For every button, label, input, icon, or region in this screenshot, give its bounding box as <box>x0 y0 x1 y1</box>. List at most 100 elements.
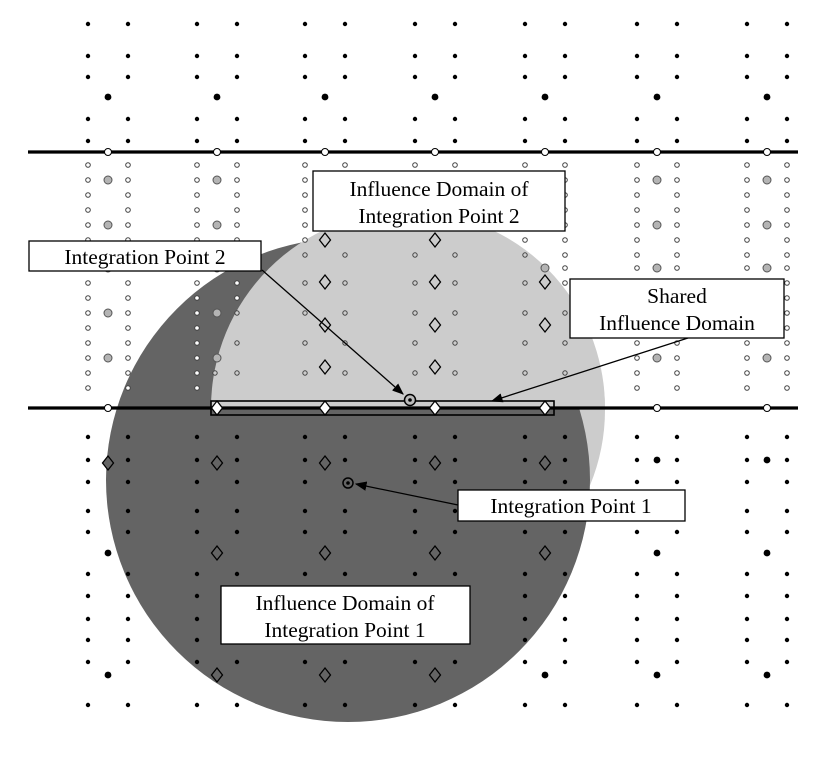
domain-1-small-node <box>342 702 348 708</box>
outer-node-large <box>104 671 112 679</box>
band-node-large <box>762 263 772 273</box>
domain-1-small-node <box>302 659 308 665</box>
outer-node <box>674 138 680 144</box>
outer-node <box>562 116 568 122</box>
band-node <box>674 385 680 391</box>
band-node <box>85 340 91 346</box>
outer-node <box>452 702 458 708</box>
label-influence-domain-1-line2: Integration Point 1 <box>264 618 425 642</box>
outer-node-large <box>321 93 329 101</box>
outer-node <box>784 571 790 577</box>
band-node-large <box>652 263 662 273</box>
band-node <box>234 207 240 213</box>
domain-1-small-node <box>452 434 458 440</box>
domain-1-node <box>538 454 552 472</box>
outer-node-large <box>763 549 771 557</box>
outer-node <box>234 74 240 80</box>
arrow-integration-point-2 <box>261 269 404 395</box>
outer-node <box>634 616 640 622</box>
domain-2-node <box>428 273 442 291</box>
outer-node <box>85 659 91 665</box>
interface-diamonds <box>210 399 552 417</box>
domain-1-small-node <box>562 434 568 440</box>
band-line-node <box>321 148 329 156</box>
outer-node-large <box>763 93 771 101</box>
outer-node <box>234 702 240 708</box>
domain-1-small-node <box>125 434 131 440</box>
domain-2-node <box>428 358 442 376</box>
outer-node <box>634 637 640 643</box>
label-influence-domain-2: Influence Domain of Integration Point 2 <box>312 170 566 232</box>
outer-node <box>784 53 790 59</box>
band-node <box>562 280 568 286</box>
outer-node <box>125 74 131 80</box>
band-node <box>194 370 200 376</box>
domain-1-node <box>538 544 552 562</box>
band-node <box>522 237 528 243</box>
outer-node-large <box>653 671 661 679</box>
band-node <box>634 177 640 183</box>
band-node <box>744 222 750 228</box>
outer-node <box>674 529 680 535</box>
domain-1-small-node <box>194 616 200 622</box>
band-node-large <box>212 353 222 363</box>
domain-1-node <box>318 666 332 684</box>
band-node-large <box>212 220 222 230</box>
outer-node <box>125 116 131 122</box>
outer-node <box>744 138 750 144</box>
node-grid <box>85 21 790 708</box>
outer-node <box>744 116 750 122</box>
outer-node-large <box>431 93 439 101</box>
band-node <box>744 192 750 198</box>
influence-domain-2-upper <box>211 211 605 408</box>
outer-node <box>302 74 308 80</box>
outer-node <box>125 138 131 144</box>
band-node <box>234 280 240 286</box>
domain-1-small-node <box>194 593 200 599</box>
band-node <box>634 207 640 213</box>
domain-2-small-node <box>302 252 308 258</box>
label-integration-point-1-text: Integration Point 1 <box>490 494 651 518</box>
domain-1-small-node <box>452 659 458 665</box>
domain-1-small-node <box>194 571 200 577</box>
band-line-node <box>541 148 549 156</box>
band-node <box>784 177 790 183</box>
domain-1-small-node <box>194 529 200 535</box>
band-node <box>674 192 680 198</box>
outer-node <box>125 637 131 643</box>
outer-node <box>522 53 528 59</box>
outer-node <box>562 593 568 599</box>
domain-2-small-node <box>302 340 308 346</box>
outer-node <box>634 116 640 122</box>
arrow-integration-point-1 <box>354 481 459 506</box>
outer-node <box>634 138 640 144</box>
band-node <box>784 310 790 316</box>
band-node <box>125 295 131 301</box>
band-node <box>125 222 131 228</box>
band-node-large <box>762 220 772 230</box>
outer-node-large <box>763 456 771 464</box>
band-node <box>85 192 91 198</box>
band-node <box>194 222 200 228</box>
band-node <box>634 222 640 228</box>
outer-node <box>85 702 91 708</box>
band-node <box>674 370 680 376</box>
domain-1-small-node <box>302 457 308 463</box>
domain-2-small-node <box>522 280 528 286</box>
outer-node <box>125 702 131 708</box>
outer-node <box>85 74 91 80</box>
domain-2-small-node <box>412 280 418 286</box>
band-node <box>194 162 200 168</box>
label-influence-domain-1-line1: Influence Domain of <box>255 591 435 615</box>
band-line-node <box>653 404 661 412</box>
band-line-node <box>213 148 221 156</box>
outer-node <box>194 702 200 708</box>
label-influence-domain-2-line1: Influence Domain of <box>349 177 529 201</box>
outer-node <box>744 74 750 80</box>
outer-node <box>784 529 790 535</box>
band-node <box>125 370 131 376</box>
band-node <box>85 280 91 286</box>
band-node <box>744 385 750 391</box>
outer-node <box>85 616 91 622</box>
band-nodes <box>104 148 771 412</box>
